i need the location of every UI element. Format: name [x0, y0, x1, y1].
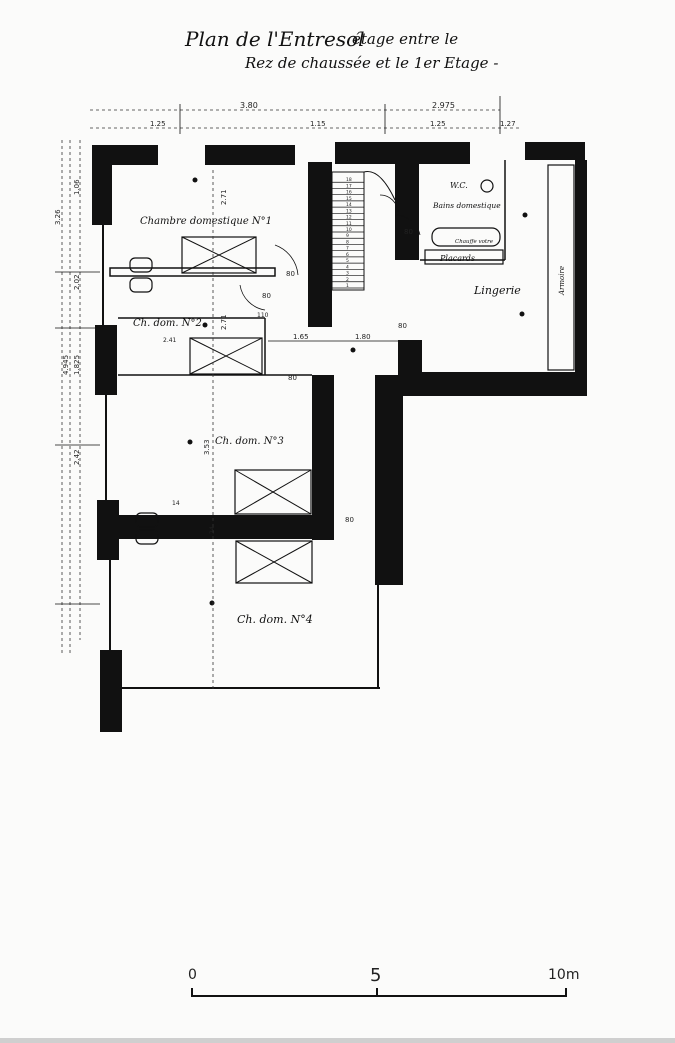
dim-left-c: 2.02 [73, 274, 81, 290]
stair-step-number: 5 [346, 258, 349, 264]
dim-left-e: 1.825 [73, 355, 81, 375]
stair-step-number: 17 [346, 183, 352, 189]
dim-top-a: 1.25 [150, 120, 166, 128]
armoire-cabinet [547, 164, 575, 371]
stair-step-number: 11 [346, 221, 352, 227]
bed-ch4 [235, 540, 313, 584]
stair-step-number: 7 [346, 246, 349, 252]
plan-subtitle: Rez de chaussée et le 1er Etage - [244, 54, 498, 72]
scale-five: 5 [370, 965, 381, 986]
placards [424, 249, 504, 265]
room-ch4-label: Ch. dom. N°4 [237, 613, 313, 626]
dim-left-f: 2.42 [73, 449, 81, 465]
stair-step-number: 15 [346, 196, 352, 202]
plan-title: Plan de l'Entresol [184, 27, 365, 51]
stair-step-number: 1 [346, 283, 349, 289]
left-dimensions: 3.26 1.06 2.02 4.945 1.825 2.42 [54, 140, 100, 655]
scale-zero: 0 [188, 967, 197, 983]
chauffe-label: Chauffe votre [455, 239, 494, 245]
dim-80-f: 80 [404, 228, 413, 236]
dim-top-left: 3.80 [240, 101, 258, 110]
room-ch3-label: Ch. dom. N°3 [215, 436, 284, 447]
dim-left-d: 4.945 [62, 355, 70, 375]
dim-ch3-height: 3.53 [203, 439, 211, 455]
stair-step-number: 4 [346, 264, 349, 270]
dim-left-b: 1.06 [73, 179, 81, 195]
dim-80-a: 80 [286, 270, 295, 278]
toilet [480, 179, 494, 193]
sinks [129, 257, 159, 545]
dim-80-d: 80 [345, 516, 354, 524]
crossed-furniture [181, 236, 313, 584]
room-ch1-label: Chambre domestique N°1 [140, 216, 272, 227]
dim-top-b: 1.15 [310, 120, 326, 128]
dim-left-a: 3.26 [54, 209, 62, 225]
placards-label: Placards [439, 254, 475, 263]
stair-step-number: 6 [346, 252, 349, 258]
stair-step-number: 8 [346, 239, 349, 245]
room-ch2-label: Ch. dom. N°2 [133, 318, 202, 329]
bathtub [431, 227, 501, 247]
scan-edge [0, 1038, 675, 1043]
dim-24: 24 [209, 526, 216, 534]
dim-110: 110 [257, 312, 269, 319]
minor-dimensions: 2.71 2.71 3.53 1.65 1.80 80 80 80 80 80 … [163, 189, 413, 534]
stair-step-number: 2 [346, 277, 349, 283]
room-markers [187, 177, 528, 606]
room-bains-label: Bains domestique [432, 201, 501, 210]
plan-title-suffix: étage entre le [352, 30, 458, 48]
dim-ch1-height: 2.71 [220, 189, 228, 205]
dim-top-right: 2.975 [432, 101, 455, 110]
stair-step-number: 3 [346, 271, 349, 277]
top-dimensions: 3.80 2.975 1.25 1.15 1.25 1.27 [90, 96, 520, 134]
dim-14: 14 [172, 500, 180, 507]
stair-step-number: 14 [346, 202, 352, 208]
dim-ch2-height: 2.71 [220, 314, 228, 330]
stair-step-number: 9 [346, 233, 349, 239]
dim-top-d: 1.27 [500, 120, 516, 128]
bed-ch3 [234, 469, 312, 515]
stair-step-number: 16 [346, 190, 352, 196]
dim-corridor-b: 1.80 [355, 333, 371, 341]
dim-ch2-width: 2.41 [163, 337, 177, 344]
room-wc-label: W.C. [450, 181, 468, 190]
walls [92, 142, 587, 732]
scale-ten: 10m [548, 967, 579, 983]
dim-80-e: 80 [398, 322, 407, 330]
dim-80-b: 80 [262, 292, 271, 300]
dim-80-c: 80 [288, 374, 297, 382]
bed-ch1 [181, 236, 257, 274]
stair-step-number: 12 [346, 215, 352, 221]
stair-step-number: 10 [346, 227, 352, 233]
armoire-label: Armoire [558, 266, 566, 296]
scale-bar: 0 5 10m [188, 965, 579, 997]
door-swings [239, 194, 421, 311]
dim-corridor-a: 1.65 [293, 333, 309, 341]
room-lingerie-label: Lingerie [473, 284, 521, 297]
stair-step-number: 18 [346, 177, 352, 183]
stair-step-number: 13 [346, 208, 352, 214]
dim-top-c: 1.25 [430, 120, 446, 128]
bed-ch2 [189, 337, 263, 375]
